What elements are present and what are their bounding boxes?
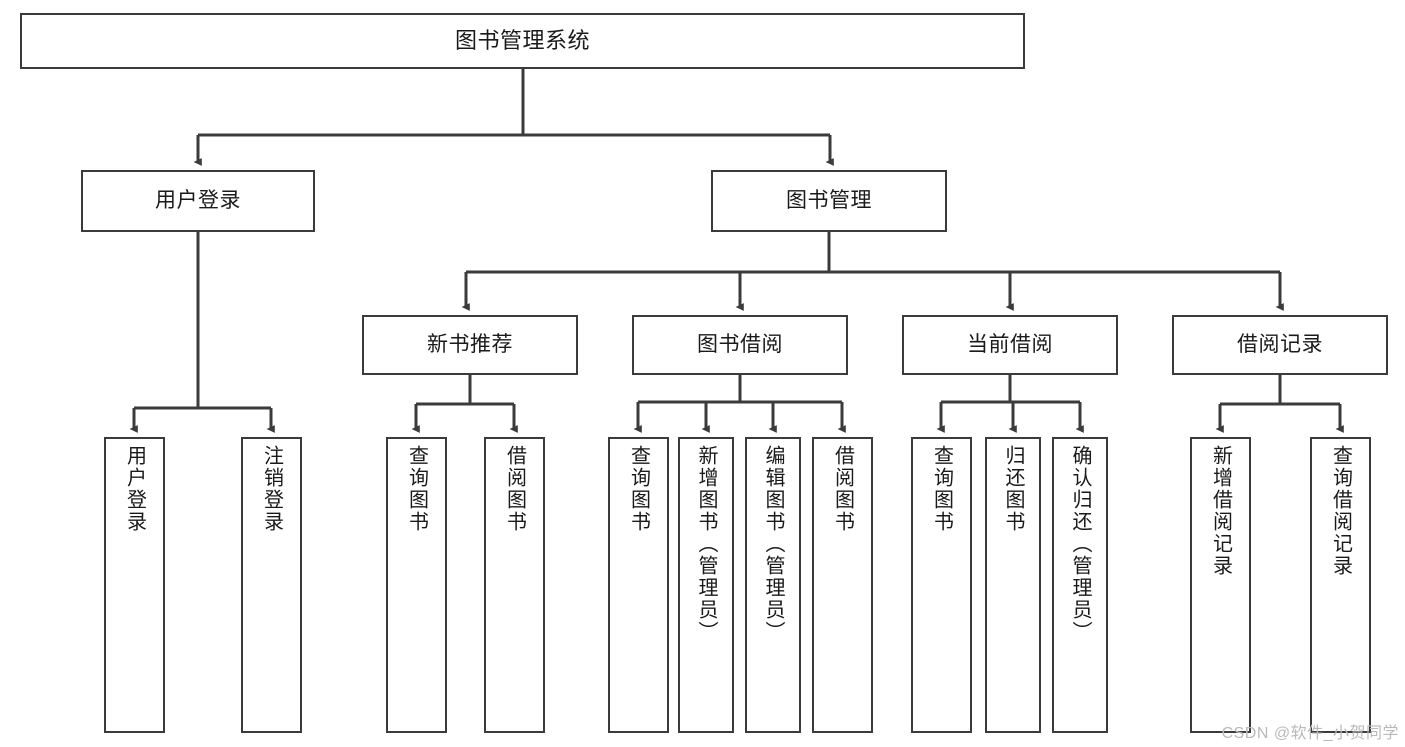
- leaf-node[interactable]: 归还图书: [985, 437, 1041, 733]
- leaf-node[interactable]: 新增借阅记录: [1190, 437, 1251, 733]
- node-current-borrow[interactable]: 当前借阅: [902, 315, 1118, 375]
- watermark: CSDN @软件_小贺同学: [1221, 725, 1399, 742]
- leaf-node[interactable]: 借阅图书: [484, 437, 545, 733]
- leaf-node-label: 新增借阅记录: [1209, 445, 1232, 577]
- leaf-node[interactable]: 用户登录: [104, 437, 165, 733]
- node-root-label: 图书管理系统: [454, 27, 590, 53]
- leaf-node[interactable]: 查询图书: [911, 437, 972, 733]
- node-book-management[interactable]: 图书管理: [711, 170, 947, 232]
- leaf-node[interactable]: 查询图书: [386, 437, 447, 733]
- leaf-node-label: 查询图书: [930, 445, 953, 533]
- leaf-node-label: 确认归还（管理员）: [1069, 445, 1091, 643]
- node-borrow-record-label: 借阅记录: [1237, 333, 1323, 357]
- leaf-node[interactable]: 编辑图书（管理员）: [745, 437, 801, 733]
- node-new-book-recommend[interactable]: 新书推荐: [362, 315, 578, 375]
- leaf-node-label: 归还图书: [1002, 445, 1024, 533]
- node-book-borrow[interactable]: 图书借阅: [632, 315, 848, 375]
- node-root[interactable]: 图书管理系统: [20, 13, 1025, 69]
- leaf-node[interactable]: 查询借阅记录: [1310, 437, 1371, 733]
- node-borrow-record[interactable]: 借阅记录: [1172, 315, 1388, 375]
- leaf-node[interactable]: 注销登录: [241, 437, 302, 733]
- node-current-borrow-label: 当前借阅: [967, 333, 1053, 357]
- node-user-login[interactable]: 用户登录: [81, 170, 315, 232]
- leaf-node-label: 注销登录: [260, 445, 283, 533]
- leaf-node[interactable]: 新增图书（管理员）: [678, 437, 734, 733]
- leaf-node-label: 借阅图书: [831, 445, 854, 533]
- leaf-node-label: 查询借阅记录: [1329, 445, 1352, 577]
- leaf-node[interactable]: 确认归还（管理员）: [1052, 437, 1108, 733]
- node-new-book-recommend-label: 新书推荐: [427, 333, 513, 357]
- leaf-node-label: 查询图书: [405, 445, 428, 533]
- leaf-node-label: 编辑图书（管理员）: [762, 445, 784, 643]
- node-book-management-label: 图书管理: [786, 189, 872, 213]
- leaf-node-label: 查询图书: [627, 445, 650, 533]
- node-book-borrow-label: 图书借阅: [697, 333, 783, 357]
- leaf-node[interactable]: 查询图书: [608, 437, 669, 733]
- leaf-node-label: 借阅图书: [503, 445, 526, 533]
- leaf-node-label: 用户登录: [123, 445, 146, 533]
- node-user-login-label: 用户登录: [155, 189, 241, 213]
- leaf-node[interactable]: 借阅图书: [812, 437, 873, 733]
- leaf-node-label: 新增图书（管理员）: [695, 445, 717, 643]
